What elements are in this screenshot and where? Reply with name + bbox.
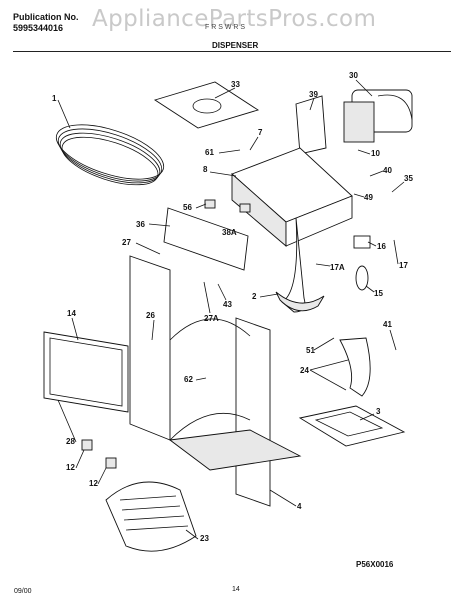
callout-15: 15 — [374, 289, 383, 298]
part-dispenser-housing — [231, 147, 353, 247]
watermark: AppliancePartsPros.com — [92, 6, 377, 32]
publication-label: Publication No. — [13, 12, 79, 22]
callout-27: 27 — [122, 238, 131, 247]
part-door-panel — [43, 331, 129, 413]
model-number: F R S W R S — [205, 24, 246, 31]
callout-14: 14 — [67, 309, 76, 318]
callout-38A: 38A — [222, 228, 237, 237]
leader-lines — [57, 79, 405, 540]
callout-49: 49 — [364, 193, 373, 202]
callout-40: 40 — [383, 166, 392, 175]
part-solenoid — [353, 235, 371, 291]
callout-12a: 12 — [66, 463, 75, 472]
part-actuator-arm — [339, 337, 371, 397]
section-title: DISPENSER — [212, 41, 259, 50]
callout-56: 56 — [183, 203, 192, 212]
part-water-tube-coil — [55, 124, 165, 186]
part-ice-chute — [275, 217, 325, 313]
part-auger-motor — [343, 89, 413, 143]
part-dispenser-cabinet — [129, 255, 302, 507]
part-hinge — [81, 439, 93, 451]
part-hinge — [105, 457, 117, 469]
diagram-code: P56X0016 — [356, 560, 394, 569]
callout-10: 10 — [371, 149, 380, 158]
callout-41: 41 — [383, 320, 392, 329]
callout-36: 36 — [136, 220, 145, 229]
callout-16: 16 — [377, 242, 386, 251]
callout-17A: 17A — [330, 263, 345, 272]
callout-12b: 12 — [89, 479, 98, 488]
callout-4: 4 — [297, 502, 302, 511]
callout-27A: 27A — [204, 314, 219, 323]
page-number: 14 — [232, 586, 240, 593]
callout-17: 17 — [399, 261, 408, 270]
callout-23: 23 — [200, 534, 209, 543]
callout-62: 62 — [184, 375, 193, 384]
callout-30: 30 — [349, 71, 358, 80]
callout-2: 2 — [252, 292, 257, 301]
publication-number: 5995344016 — [13, 23, 64, 33]
publication-info: Publication No. 5995344016 — [13, 12, 79, 34]
part-bracket — [295, 95, 327, 155]
part-clip — [239, 203, 251, 213]
callout-39: 39 — [309, 90, 318, 99]
part-cover-plate — [153, 81, 260, 129]
callout-51: 51 — [306, 346, 315, 355]
part-clip — [204, 199, 216, 209]
callout-28: 28 — [66, 437, 75, 446]
header-rule — [13, 51, 451, 52]
callout-61: 61 — [205, 148, 214, 157]
callout-1: 1 — [52, 94, 57, 103]
footer-date: 09/00 — [14, 588, 32, 595]
callout-26: 26 — [146, 311, 155, 320]
callout-24: 24 — [300, 366, 309, 375]
part-front-panel — [163, 207, 249, 271]
callout-7: 7 — [258, 128, 263, 137]
callout-8: 8 — [203, 165, 208, 174]
part-drip-tray — [105, 481, 197, 552]
callout-43: 43 — [223, 300, 232, 309]
callout-35: 35 — [404, 174, 413, 183]
callout-3: 3 — [376, 407, 381, 416]
part-heater — [298, 405, 406, 447]
callout-33: 33 — [231, 80, 240, 89]
